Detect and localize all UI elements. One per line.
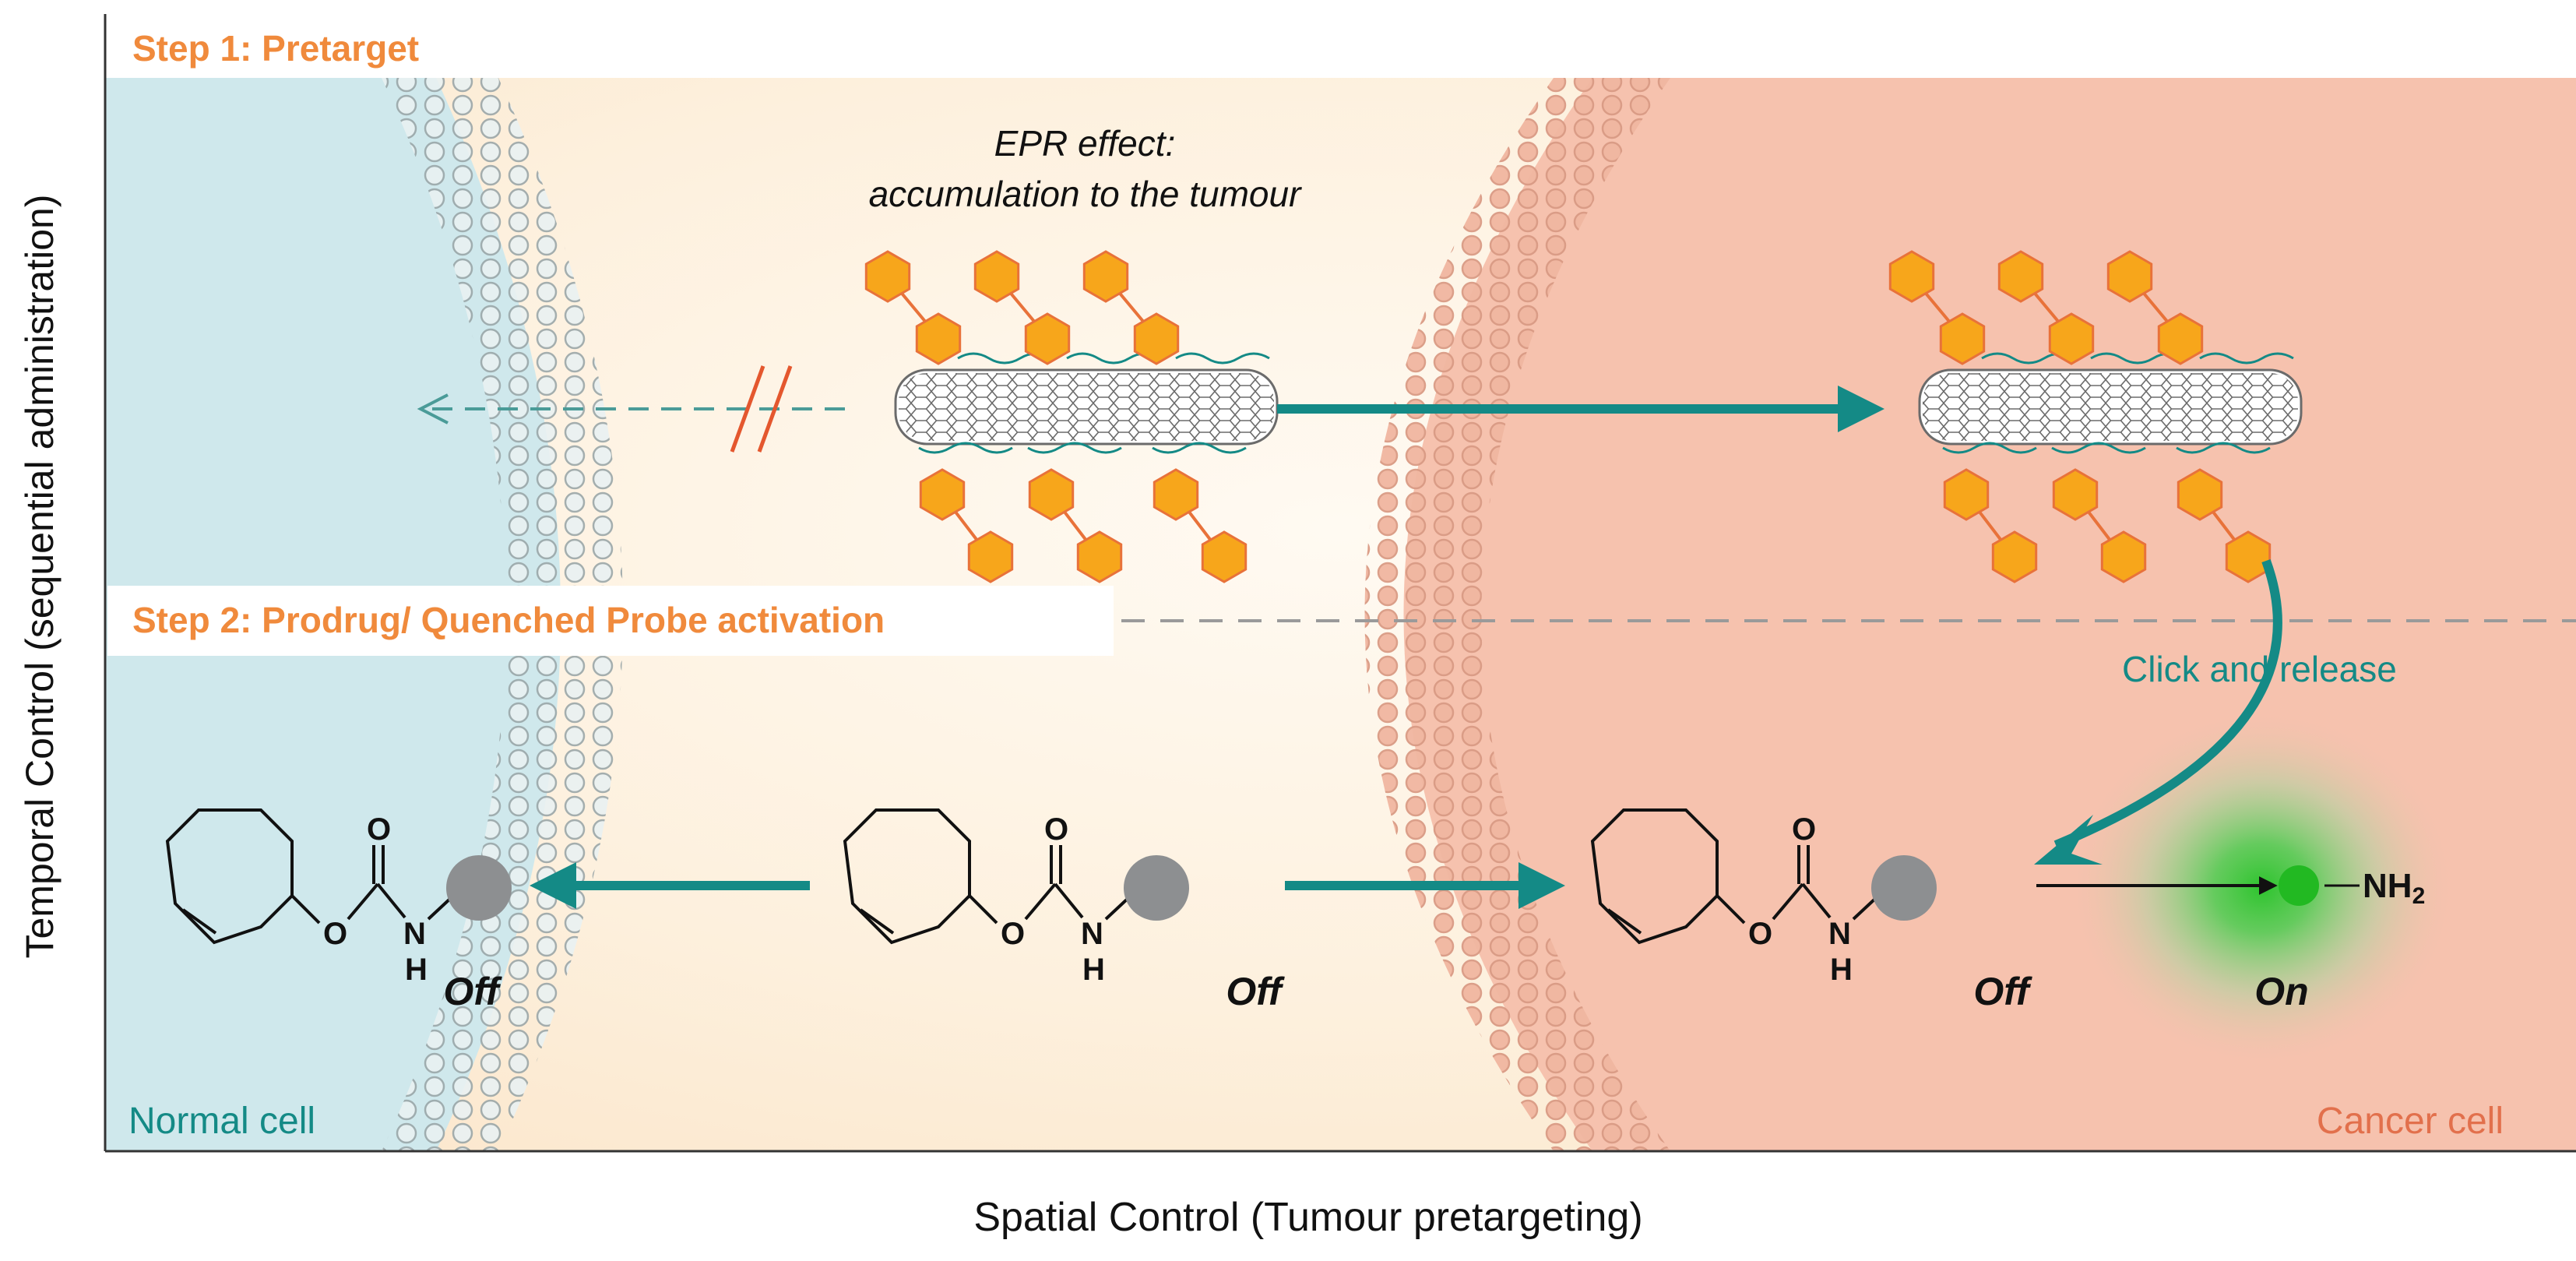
on-label: On [2254,970,2308,1013]
fluorophore-dot-icon [2279,865,2319,906]
normal-cell-label: Normal cell [128,1101,315,1142]
carbonyl-oxygen-label: O [367,812,391,847]
off-label-cancer: Off [1973,970,2032,1013]
nitrogen-atom-label: N [1081,917,1103,951]
nanotube-body [894,368,1279,446]
distribution-arrow-normal-head [530,862,576,909]
tetrazine-chain-icon [2106,250,2294,365]
nh2-label: NH2 [2363,867,2425,909]
oxygen-atom-label: O [1001,917,1025,951]
epr-subtitle: accumulation to the tumour [869,174,1303,214]
click-release-arrow-line [2053,558,2282,850]
off-label-middle: Off [1226,970,1285,1013]
block-slash-1 [730,365,765,453]
carbon-nanotube-icon [864,250,1279,583]
tetrazine-chain-icon [1152,442,1248,583]
hydrogen-atom-label: H [1082,953,1105,987]
carbamate-chain: O O NH [1716,812,1878,987]
tetrazine-chain-icon [1888,250,2076,365]
oxygen-atom-label: O [1748,917,1772,951]
distribution-arrow-cancer-head [1519,862,1565,909]
click-release-label: Click and release [2122,649,2397,689]
step1-label: Step 1: Pretarget [132,28,419,69]
trans-cyclooctene-carbamate-icon: O O NH [1590,808,1937,987]
tetrazine-chain-icon [2051,442,2147,583]
epr-title: EPR effect: [994,123,1176,164]
nitrogen-atom-label: N [1828,917,1851,951]
blocked-arrow-head [417,393,449,424]
tetrazine-chain-icon [1997,250,2185,365]
tetrazine-chain-icon [1082,250,1270,365]
uptake-arrow-head [1838,386,1884,432]
cancer-cell-label: Cancer cell [2317,1101,2504,1142]
nitrogen-atom-label: N [403,917,426,951]
x-axis-title: Spatial Control (Tumour pretargeting) [973,1195,1642,1240]
oxygen-atom-label: O [323,917,347,951]
carbamate-chain: O O NH [968,812,1131,987]
block-slash-2 [757,365,793,453]
off-label-normal: Off [443,970,502,1013]
tetrazine-chain-icon [973,250,1161,365]
click-release-arrow-head [2034,815,2103,865]
carbonyl-oxygen-label: O [1792,812,1816,847]
tetrazine-chain-icon [1027,442,1123,583]
carbonyl-oxygen-label: O [1044,812,1068,847]
quencher-dot-icon [1124,855,1189,921]
carbon-nanotube-icon [1888,250,2303,583]
trans-cyclooctene-carbamate-icon: O O NH [843,808,1189,987]
step2-label: Step 2: Prodrug/ Quenched Probe activati… [132,600,885,640]
y-axis-title: Temporal Control (sequential administrat… [18,194,62,958]
hydrogen-atom-label: H [1830,953,1853,987]
tetrazine-chain-icon [1942,442,2038,583]
tetrazine-chain-icon [918,442,1014,583]
step2-label-background [107,586,1114,656]
nanotube-body [1918,368,2303,446]
quencher-dot-icon [1871,855,1937,921]
hydrogen-atom-label: H [405,953,428,987]
trans-cyclooctene-carbamate-icon: O O NH [165,808,512,987]
quencher-dot-icon [446,855,512,921]
tetrazine-chain-icon [2176,442,2272,583]
carbamate-chain: O O NH [290,812,453,987]
